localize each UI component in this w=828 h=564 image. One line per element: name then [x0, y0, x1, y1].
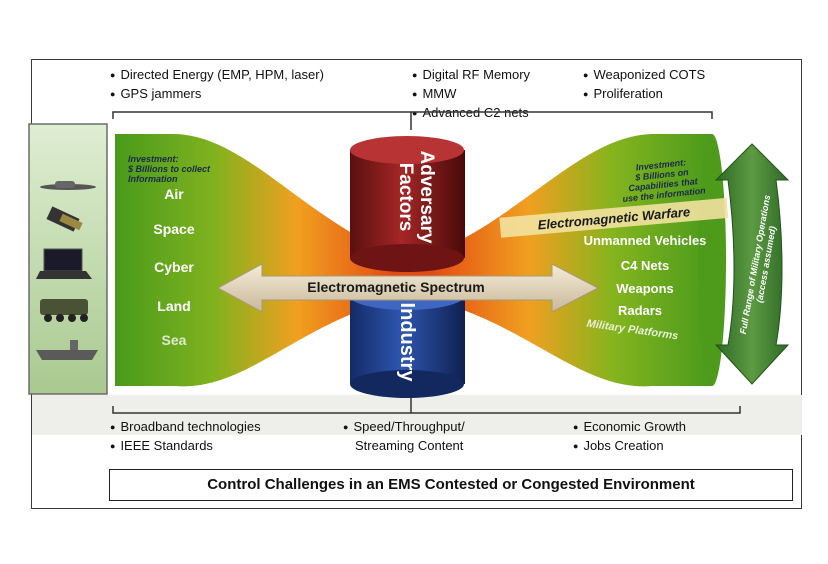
electromagnetic-warfare-band — [499, 197, 729, 238]
capability-radars: Radars — [618, 303, 662, 318]
spectrum-label: Electromagnetic Spectrum — [307, 279, 484, 295]
bullet-item: Directed Energy (EMP, HPM, laser) — [110, 66, 324, 85]
adversary-label-line2: Factors — [395, 163, 416, 232]
left-investment-line2: $ Billions to collect — [127, 164, 211, 174]
domain-cyber: Cyber — [154, 259, 194, 275]
bullet-continuation: Streaming Content — [355, 438, 464, 453]
capability-c4-nets: C4 Nets — [621, 258, 669, 273]
bottom-left-bullets: Broadband technologies IEEE Standards — [110, 418, 261, 456]
bullet-item: GPS jammers — [110, 85, 324, 104]
bullet-item: Digital RF Memory — [412, 66, 530, 85]
left-investment-line1: Investment: — [128, 154, 179, 164]
bottom-middle-bullets: Speed/Throughput/ Streaming Content — [343, 418, 464, 454]
adversary-factors-cylinder — [350, 136, 465, 272]
capability-weapons: Weapons — [616, 281, 674, 296]
military-ops-arrow — [714, 143, 790, 385]
bullet-item: Weaponized COTS — [583, 66, 705, 85]
domain-land: Land — [157, 298, 190, 314]
industry-label: Industry — [396, 303, 418, 383]
laptop-icon — [36, 248, 92, 279]
top-bracket — [112, 111, 713, 119]
bottom-right-bullets: Economic Growth Jobs Creation — [573, 418, 686, 456]
bullet-item: MMW — [412, 85, 530, 104]
footer-title: Control Challenges in an EMS Contested o… — [207, 476, 695, 493]
right-funnel-cap — [698, 134, 726, 386]
bullet-item: IEEE Standards — [110, 437, 261, 456]
domain-air: Air — [164, 186, 184, 202]
capability-unmanned-vehicles: Unmanned Vehicles — [584, 233, 707, 248]
aircraft-carrier-icon — [36, 340, 98, 360]
top-right-bullets: Weaponized COTS Proliferation — [583, 66, 705, 104]
adversary-label-line1: Adversary — [416, 151, 437, 244]
drone-icon — [40, 181, 96, 190]
spectrum-arrow — [216, 263, 600, 313]
bottom-bracket — [112, 406, 741, 414]
satellite-icon — [46, 206, 83, 232]
top-left-bullets: Directed Energy (EMP, HPM, laser) GPS ja… — [110, 66, 324, 104]
industry-cylinder — [350, 282, 465, 398]
bullet-item: Jobs Creation — [573, 437, 686, 456]
left-investment-line3: Information — [128, 174, 178, 184]
left-funnel — [115, 134, 395, 387]
bullet-item: Economic Growth — [573, 418, 686, 437]
armored-vehicle-icon — [40, 299, 88, 322]
bullet-item: Broadband technologies — [110, 418, 260, 437]
bullet-item: Proliferation — [583, 85, 705, 104]
domain-sea: Sea — [162, 332, 187, 348]
footer-box: Control Challenges in an EMS Contested o… — [109, 469, 793, 501]
right-funnel — [430, 134, 712, 387]
domain-space: Space — [153, 221, 194, 237]
bullet-item: Speed/Throughput/ — [343, 418, 464, 437]
